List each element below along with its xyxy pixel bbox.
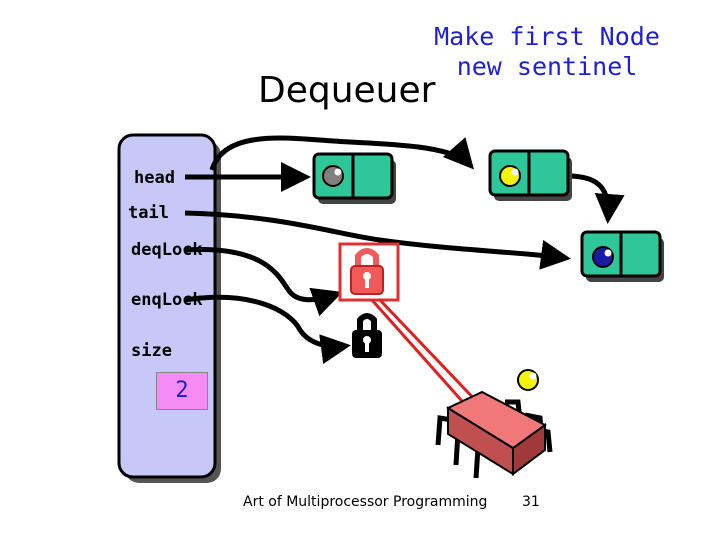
- size-value-box: 2: [156, 372, 208, 410]
- tail-node-value: [592, 246, 614, 268]
- page-number: 31: [522, 494, 540, 510]
- node-link-arrow: [567, 173, 625, 224]
- step-caption: Make first Node new sentinel: [434, 22, 660, 81]
- field-deqlock-label: deqLock: [131, 240, 203, 260]
- enq-lock-icon: [352, 313, 382, 358]
- field-head-label: head: [134, 168, 175, 188]
- dequeued-value: [517, 369, 539, 391]
- tail-pointer-arrow: [184, 210, 571, 270]
- old-sentinel-value: [322, 165, 344, 187]
- enqlock-pointer-arrow: [184, 294, 351, 365]
- node-old-sentinel: [312, 152, 396, 204]
- head-redirect-arrow: [209, 135, 474, 171]
- slide-title: Dequeuer: [258, 70, 436, 111]
- node-new-sentinel: [488, 149, 572, 201]
- deqlock-pointer-arrow: [184, 247, 343, 317]
- deq-lock-icon: [338, 242, 400, 302]
- node-tail: [580, 230, 664, 282]
- field-enqlock-label: enqLock: [131, 290, 203, 310]
- new-sentinel-value: [499, 165, 521, 187]
- footer-text: Art of Multiprocessor Programming: [243, 494, 488, 510]
- lock-holder-line-2: [378, 298, 482, 407]
- field-tail-label: tail: [128, 203, 169, 223]
- field-size-label: size: [131, 341, 172, 361]
- lock-holder-line-1: [370, 299, 472, 411]
- dequeuer-thread-icon: [435, 390, 553, 479]
